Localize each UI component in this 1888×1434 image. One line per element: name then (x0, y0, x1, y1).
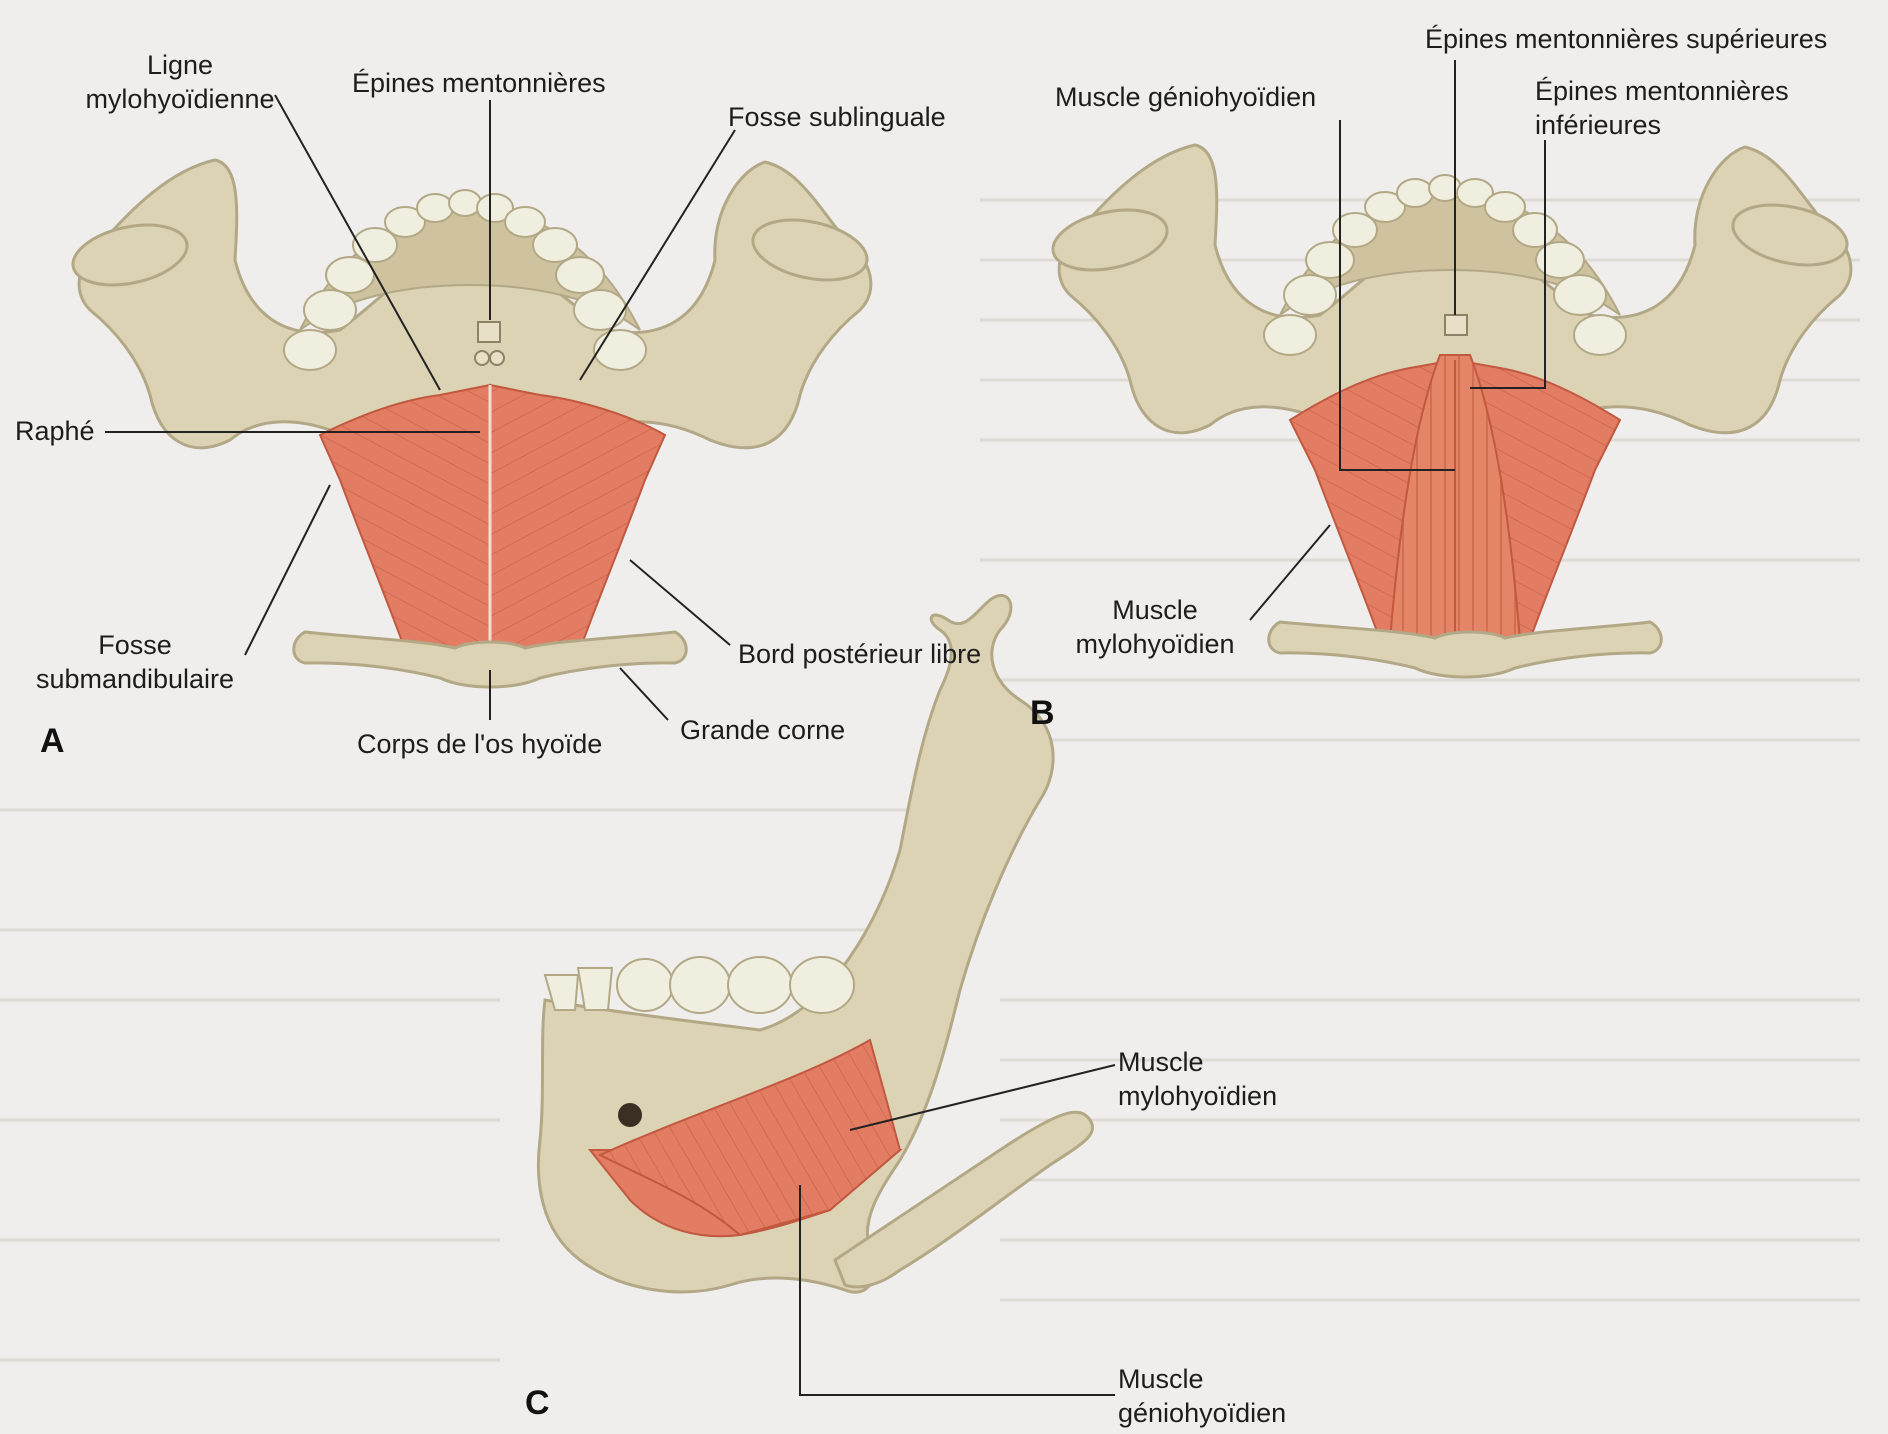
panel-a-mandible (67, 160, 872, 687)
panel-label-b: B (1030, 694, 1055, 733)
label-muscle-mylohyoidien-b: Muscle mylohyoïdien (1035, 593, 1275, 661)
label-muscle-geniohyoidien-b: Muscle géniohyoïdien (1055, 80, 1316, 114)
panel-a-mylohyoid-right (490, 385, 665, 652)
label-raphe: Raphé (15, 414, 95, 448)
label-fosse-sublinguale: Fosse sublinguale (728, 100, 946, 134)
panel-a-mylohyoid-left (320, 385, 490, 652)
label-ligne-mylohyoidienne: Ligne mylohyoïdienne (40, 48, 320, 116)
panel-b-mental-spines (1445, 315, 1467, 335)
label-muscle-geniohyoidien-c: Muscle géniohyoïdien (1118, 1362, 1286, 1430)
label-grande-corne: Grande corne (680, 713, 845, 747)
label-corps-os-hyoide: Corps de l'os hyoïde (357, 727, 602, 761)
label-bord-posterieur-libre: Bord postérieur libre (738, 637, 981, 671)
label-muscle-mylohyoidien-c: Muscle mylohyoïdien (1118, 1045, 1277, 1113)
label-epines-mentonnieres-inferieures: Épines mentonnières inférieures (1535, 74, 1789, 142)
panel-c-teeth (545, 957, 854, 1013)
panel-label-a: A (40, 722, 65, 761)
panel-label-c: C (525, 1384, 550, 1423)
label-epines-mentonnieres-superieures: Épines mentonnières supérieures (1425, 22, 1827, 56)
label-fosse-submandibulaire: Fosse submandibulaire (20, 628, 250, 696)
panel-c-mandible (538, 595, 1092, 1292)
panel-c-mental-foramen (618, 1103, 642, 1127)
label-epines-mentonnieres: Épines mentonnières (352, 66, 606, 100)
